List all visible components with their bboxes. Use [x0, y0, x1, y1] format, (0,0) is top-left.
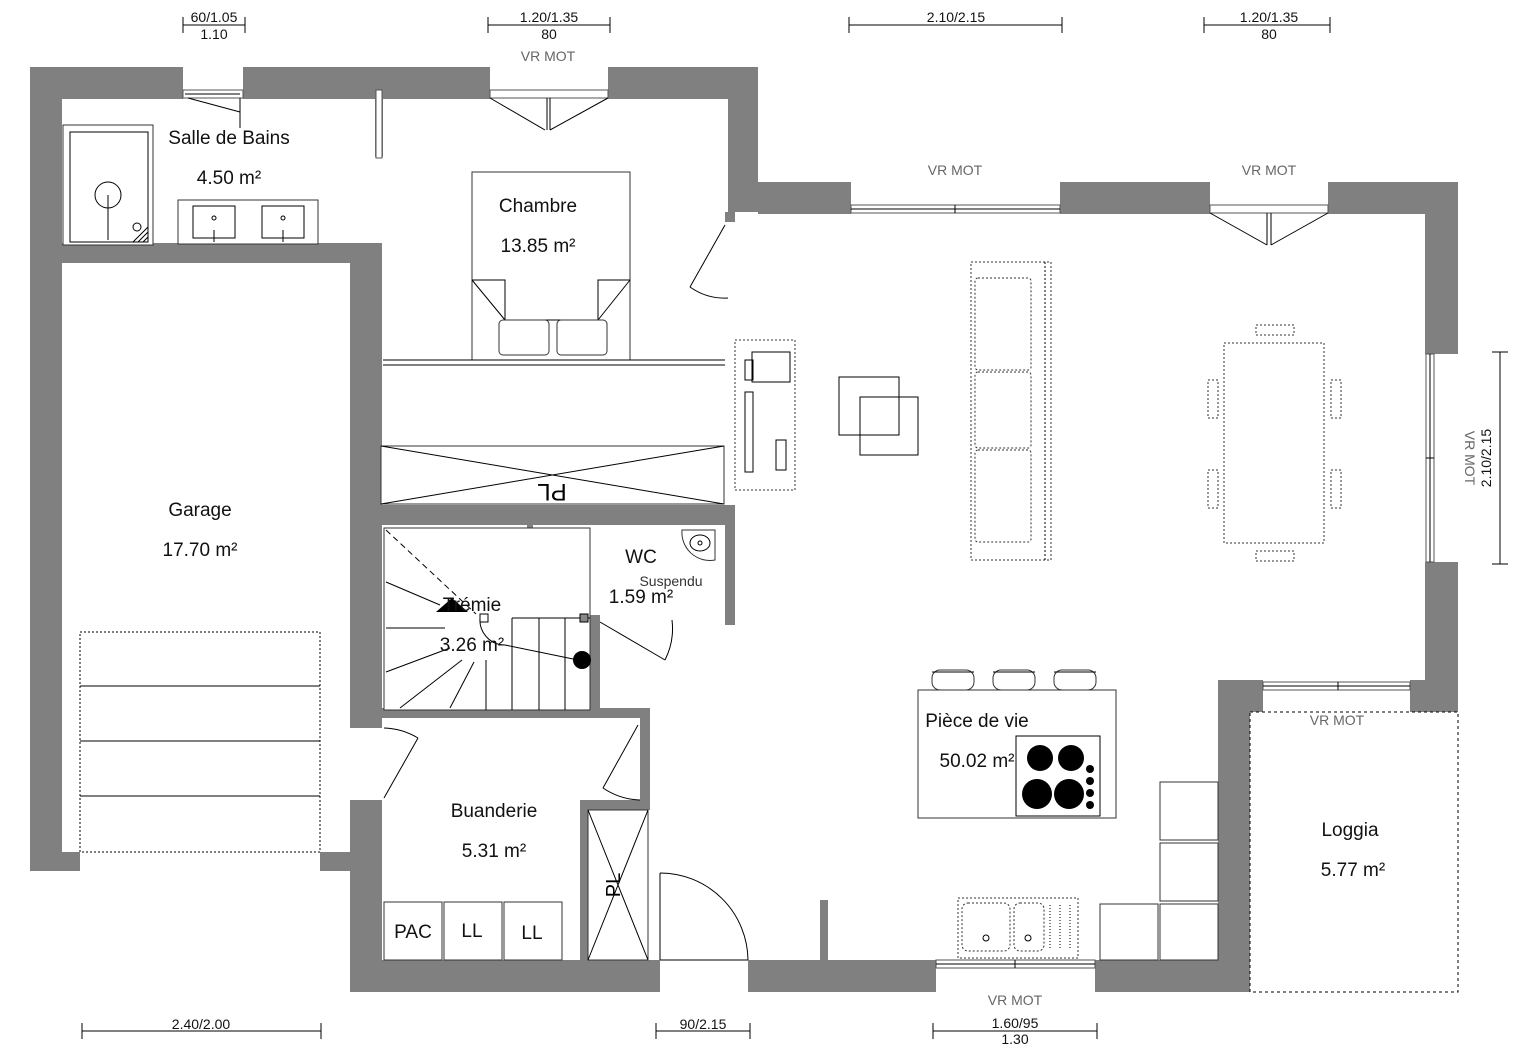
room-area-garage: 17.70 m²: [163, 540, 238, 561]
kitchen-window: [935, 959, 1096, 969]
wc-basin: [681, 529, 716, 561]
appliances: PAC LL LL: [383, 901, 563, 961]
closet-pl-upper: PL: [380, 445, 725, 505]
dim-top-chambre-1: 1.20/1.35: [520, 9, 579, 25]
vr-mot-kitchen: VR MOT: [988, 992, 1043, 1008]
double-sink: [177, 199, 319, 245]
room-area-chambre: 13.85 m²: [501, 236, 576, 257]
room-name-salle-de-bains: Salle de Bains: [168, 128, 289, 149]
dim-bottom-door-1: 90/2.15: [680, 1016, 727, 1032]
dim-top-living-1: 2.10/2.15: [927, 9, 986, 25]
loggia-window: [1262, 681, 1411, 691]
vr-mot-right: VR MOT: [1462, 431, 1478, 486]
vr-mot-dining: VR MOT: [1242, 162, 1297, 178]
loggia-outline: [1249, 711, 1459, 993]
pac-label: PAC: [394, 922, 432, 943]
room-area-tremie: 3.26 m²: [440, 635, 504, 656]
room-name-tremie: Trémie: [443, 595, 501, 616]
desk: [734, 339, 796, 491]
bed: [471, 171, 631, 361]
doors: [375, 89, 749, 961]
dim-top-dining-1: 1.20/1.35: [1240, 9, 1299, 25]
room-area-wc: 1.59 m²: [609, 587, 673, 608]
windows: [182, 89, 1435, 969]
dim-top-bath-2: 1.10: [200, 26, 227, 42]
kitchen-sink: [957, 897, 1079, 959]
sofa: [970, 261, 1052, 561]
dim-top-chambre-2: 80: [541, 26, 557, 42]
room-area-buanderie: 5.31 m²: [462, 841, 526, 862]
room-name-chambre: Chambre: [499, 196, 577, 217]
shower: [62, 124, 154, 246]
walls: [30, 67, 1458, 992]
garage-door: [79, 631, 321, 853]
living-window-top: [850, 204, 1061, 214]
room-area-salle-de-bains: 4.50 m²: [197, 168, 261, 189]
room-name-piece-de-vie: Pièce de vie: [925, 711, 1029, 732]
dim-top-dining-2: 80: [1261, 26, 1277, 42]
kitchen-cabinets: [1099, 781, 1219, 961]
closet-pl-upper-label: PL: [537, 478, 566, 505]
dim-bottom-kitchen-1: 1.60/95: [992, 1015, 1039, 1031]
bath-window: [182, 89, 244, 128]
room-note-wc: Suspendu: [639, 573, 702, 589]
room-name-wc: WC: [625, 547, 657, 568]
ll-label-1: LL: [461, 921, 482, 942]
room-area-piece-de-vie: 50.02 m²: [940, 751, 1015, 772]
right-window: [1425, 353, 1435, 563]
dim-top-bath-1: 60/1.05: [191, 9, 238, 25]
dining-window-top: [1209, 204, 1329, 246]
room-name-garage: Garage: [168, 500, 231, 521]
room-area-loggia: 5.77 m²: [1321, 860, 1385, 881]
dimensions: 60/1.05 1.10 1.20/1.35 80 2.10/2.15 1.20…: [81, 9, 1508, 1047]
closet-pl-lower: PL: [587, 809, 649, 961]
vr-mot-living: VR MOT: [928, 162, 983, 178]
kitchen-island: [917, 669, 1117, 819]
coffee-table: [838, 376, 919, 456]
vr-mot-chambre: VR MOT: [521, 48, 576, 64]
ll-label-2: LL: [521, 923, 542, 944]
chambre-window: [489, 89, 609, 131]
dim-bottom-garage-1: 2.40/2.00: [172, 1016, 231, 1032]
room-labels: Salle de Bains 4.50 m² Chambre 13.85 m² …: [163, 128, 1386, 881]
closet-pl-lower-label: PL: [603, 873, 625, 897]
vr-mot-loggia: VR MOT: [1310, 712, 1365, 728]
dining-table: [1207, 324, 1342, 562]
staircase: [383, 527, 591, 711]
dim-bottom-kitchen-2: 1.30: [1001, 1031, 1028, 1047]
vr-mot-labels: VR MOT VR MOT VR MOT VR MOT VR MOT VR MO…: [521, 48, 1478, 1008]
room-name-buanderie: Buanderie: [451, 801, 538, 822]
room-name-loggia: Loggia: [1321, 820, 1378, 841]
dim-right-side-1: 2.10/2.15: [1478, 429, 1494, 488]
